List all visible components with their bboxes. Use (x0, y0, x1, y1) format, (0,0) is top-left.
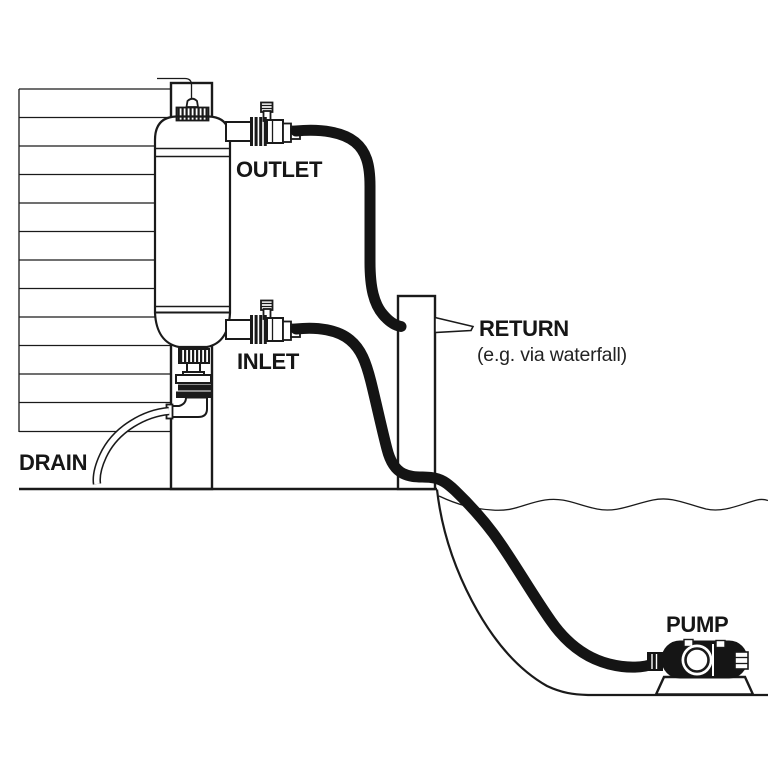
pump-top-vent (715, 639, 726, 649)
drain-flange-ring (176, 391, 212, 398)
hose-tail-step (282, 122, 292, 143)
inlet-port-pipe (225, 319, 253, 340)
pump-hose-coupling (647, 652, 663, 671)
outlet-fitting (225, 101, 301, 146)
return-spout (434, 316, 475, 334)
hose-tail-step (282, 320, 292, 341)
return-standpipe (396, 294, 475, 491)
drain-flange-ring (178, 384, 211, 391)
drain-hose-tube (93, 408, 170, 485)
labels: OUTLET INLET DRAIN RETURN (e.g. via wate… (19, 157, 729, 637)
inlet-hose (290, 322, 661, 673)
pump-base (654, 675, 755, 696)
filter-cap-knob (185, 97, 200, 108)
wall-siding (18, 88, 171, 433)
outlet-port-pipe (225, 121, 253, 142)
drain-valve-handle (175, 374, 212, 384)
pump (647, 638, 755, 696)
drain-valve-assembly (165, 348, 212, 420)
pump-rear-fitting (734, 651, 749, 670)
inlet-fitting (225, 299, 301, 344)
pond-liner-slope (435, 489, 768, 697)
inlet-label: INLET (237, 349, 300, 374)
drain-stub-pipe (186, 362, 201, 373)
outlet-label: OUTLET (236, 157, 323, 182)
return-label: RETURN (479, 316, 569, 341)
pond (435, 489, 768, 697)
union-nut (266, 317, 284, 342)
power-cord (157, 77, 193, 99)
drain-label: DRAIN (19, 450, 87, 475)
pump-intake-port (684, 647, 710, 673)
pump-top-vent (683, 638, 694, 648)
filter-unit (153, 77, 232, 349)
drain-elbow (168, 396, 208, 418)
pump-label: PUMP (666, 612, 728, 637)
water-surface-line (438, 495, 768, 511)
union-nut (266, 119, 284, 144)
drain-hose (92, 406, 170, 485)
outlet-hose (290, 124, 407, 332)
return-sublabel: (e.g. via waterfall) (477, 344, 627, 366)
